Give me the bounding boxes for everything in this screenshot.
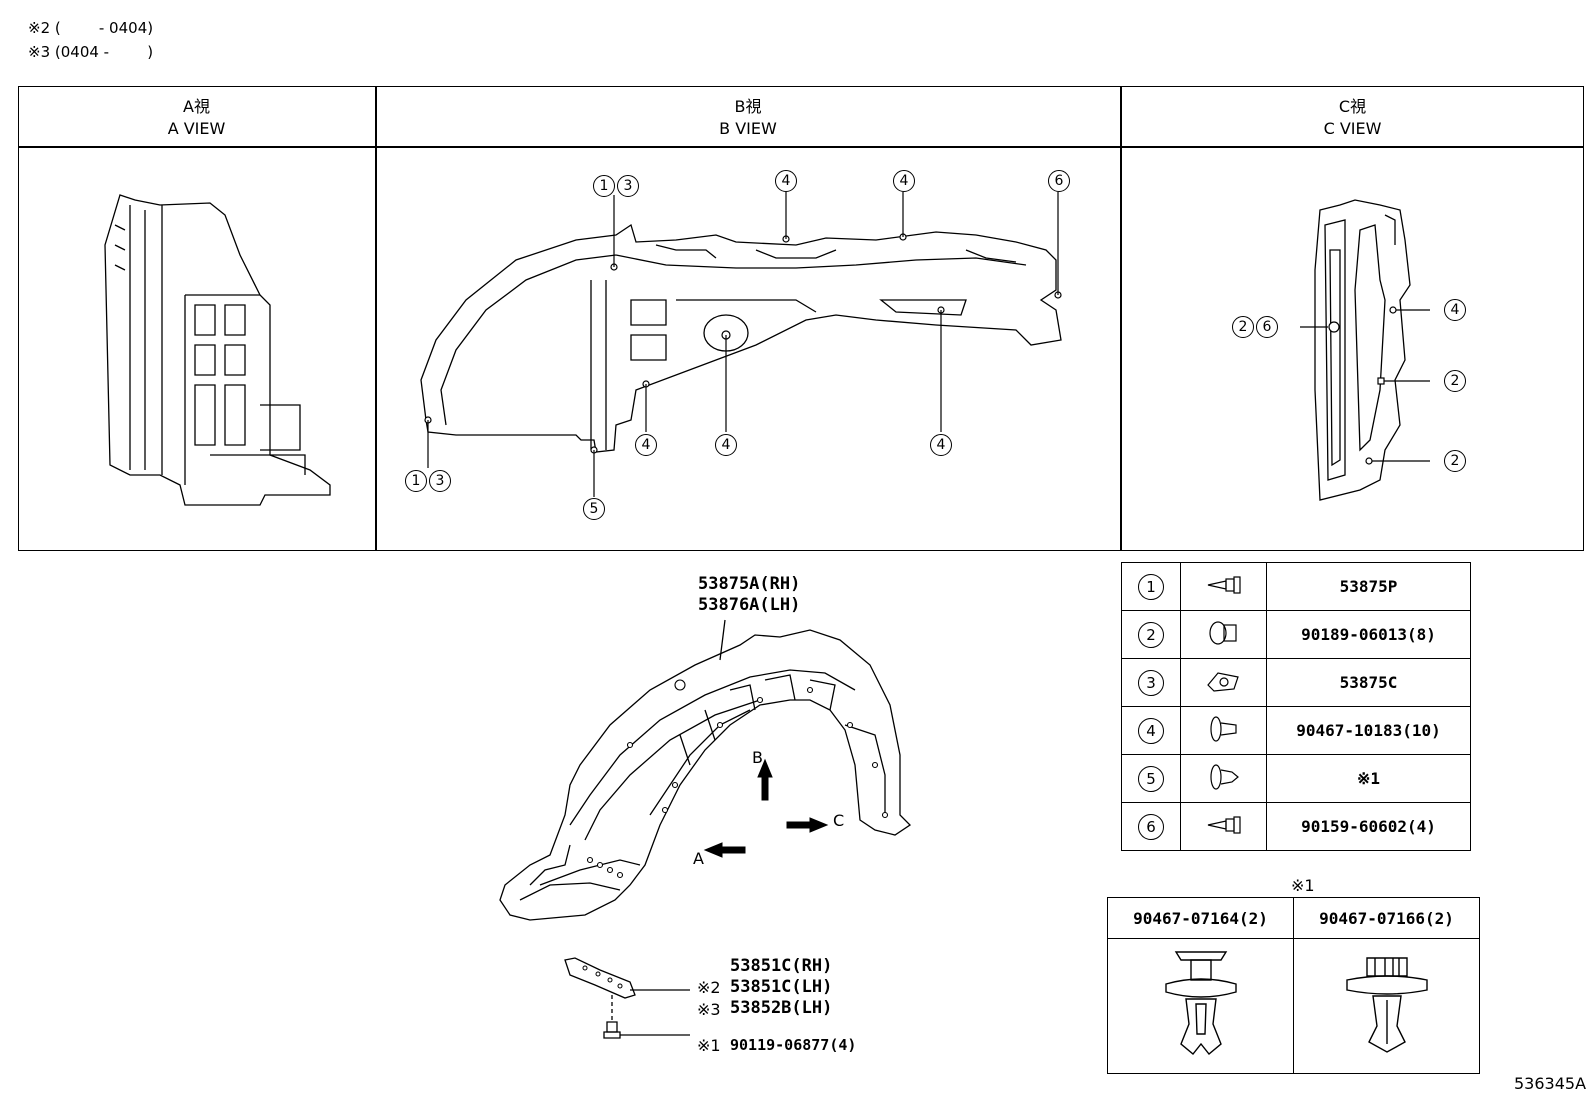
bolt-mark-1: ※1 bbox=[697, 1036, 721, 1055]
b-callout-1-top: 1 bbox=[593, 175, 615, 197]
legend-row: 5 ※1 bbox=[1121, 754, 1471, 803]
view-c-header: C視 C VIEW bbox=[1121, 96, 1584, 140]
legend-num: 1 bbox=[1138, 573, 1164, 600]
arrow-a-label: A bbox=[693, 849, 704, 868]
screw-icon bbox=[1207, 815, 1241, 834]
fastener-legend: 1 53875P 2 90189-06013(8) 3 53875C 4 904… bbox=[1121, 562, 1471, 851]
b-callout-4-lower-left: 4 bbox=[635, 434, 657, 456]
legend-part: 90189-06013(8) bbox=[1266, 610, 1471, 659]
legend-row: 3 53875C bbox=[1121, 658, 1471, 707]
clip-nut-icon bbox=[1206, 671, 1239, 692]
b-callout-6: 6 bbox=[1048, 170, 1070, 192]
note-2: ※2 ( - 0404) bbox=[28, 19, 154, 37]
legend-part: 53875C bbox=[1266, 658, 1471, 707]
c-callout-6: 6 bbox=[1256, 316, 1278, 338]
legend-part: 90159-60602(4) bbox=[1266, 802, 1471, 851]
arrow-c-label: C bbox=[833, 811, 845, 830]
push-nut-icon bbox=[1208, 620, 1237, 645]
view-a-jp: A視 bbox=[183, 97, 210, 116]
b-callout-4-top-right: 4 bbox=[893, 170, 915, 192]
legend-num: 2 bbox=[1138, 621, 1164, 648]
view-c-jp: C視 bbox=[1338, 97, 1367, 116]
view-c-en: C VIEW bbox=[1323, 119, 1382, 138]
main-part-rh: 53875A(RH) bbox=[698, 574, 801, 594]
bolt-part: 90119-06877(4) bbox=[730, 1036, 857, 1054]
view-a-header: A視 A VIEW bbox=[18, 96, 375, 140]
main-part-lh: 53876A(LH) bbox=[698, 595, 801, 615]
bracket-rh: 53851C(RH) bbox=[730, 956, 833, 976]
legend-row: 2 90189-06013(8) bbox=[1121, 610, 1471, 659]
bracket-mark-2: ※2 bbox=[697, 978, 721, 997]
b-callout-5: 5 bbox=[583, 498, 605, 520]
legend-part: 90467-10183(10) bbox=[1266, 706, 1471, 755]
legend-row: 1 53875P bbox=[1121, 562, 1471, 611]
legend-part: ※1 bbox=[1266, 754, 1471, 803]
clip-variants-table: 90467-07164(2) 90467-07166(2) bbox=[1107, 897, 1480, 1074]
grommet-clip-icon bbox=[1209, 715, 1237, 742]
c-callout-4: 4 bbox=[1444, 299, 1466, 321]
legend-num: 6 bbox=[1138, 813, 1164, 840]
a-view-drawing bbox=[104, 194, 331, 506]
view-arrows-drawing bbox=[703, 758, 829, 858]
b-callout-1-bottom: 1 bbox=[405, 470, 427, 492]
screw-icon bbox=[1207, 575, 1241, 594]
bracket-drawing bbox=[564, 957, 690, 1039]
b-callout-3-bottom: 3 bbox=[429, 470, 451, 492]
legend-row: 6 90159-60602(4) bbox=[1121, 802, 1471, 851]
push-rivet-clip-icon bbox=[1164, 951, 1237, 1055]
view-b-jp: B視 bbox=[734, 97, 762, 116]
clip-part-2: 90467-07166(2) bbox=[1293, 897, 1480, 939]
view-b-en: B VIEW bbox=[719, 119, 777, 138]
b-callout-4-lower-right: 4 bbox=[930, 434, 952, 456]
views-frame bbox=[18, 86, 1584, 551]
b-callout-3-top: 3 bbox=[617, 175, 639, 197]
bracket-lh-3: 53852B(LH) bbox=[730, 998, 833, 1018]
view-b-header: B視 B VIEW bbox=[376, 96, 1120, 140]
c-callout-2-bottom: 2 bbox=[1444, 450, 1466, 472]
fender-liner-drawing bbox=[499, 619, 912, 921]
clip-note-mark: ※1 bbox=[1291, 876, 1315, 895]
bracket-lh-2: 53851C(LH) bbox=[730, 977, 833, 997]
b-view-drawing bbox=[420, 192, 1062, 497]
c-view-drawing bbox=[1300, 199, 1430, 501]
legend-num: 5 bbox=[1138, 765, 1164, 792]
views-header-divider bbox=[18, 146, 1584, 148]
legend-num: 4 bbox=[1138, 717, 1164, 744]
bracket-mark-3: ※3 bbox=[697, 1000, 721, 1019]
note-3: ※3 (0404 - ) bbox=[28, 43, 154, 61]
view-a-en: A VIEW bbox=[167, 119, 226, 138]
push-clip-icon bbox=[1209, 763, 1239, 790]
legend-row: 4 90467-10183(10) bbox=[1121, 706, 1471, 755]
push-rivet-slotted-clip-icon bbox=[1345, 957, 1428, 1053]
view-divider-1 bbox=[375, 86, 377, 551]
b-callout-4-lower-mid: 4 bbox=[715, 434, 737, 456]
c-callout-2-mid: 2 bbox=[1444, 370, 1466, 392]
b-callout-4-top-left: 4 bbox=[775, 170, 797, 192]
arrow-b-label: B bbox=[752, 748, 763, 767]
c-callout-2-left: 2 bbox=[1232, 316, 1254, 338]
legend-num: 3 bbox=[1138, 669, 1164, 696]
clip-part-1: 90467-07164(2) bbox=[1107, 897, 1294, 939]
view-divider-2 bbox=[1120, 86, 1122, 551]
legend-part: 53875P bbox=[1266, 562, 1471, 611]
diagram-ref-code: 536345A bbox=[1514, 1074, 1587, 1093]
